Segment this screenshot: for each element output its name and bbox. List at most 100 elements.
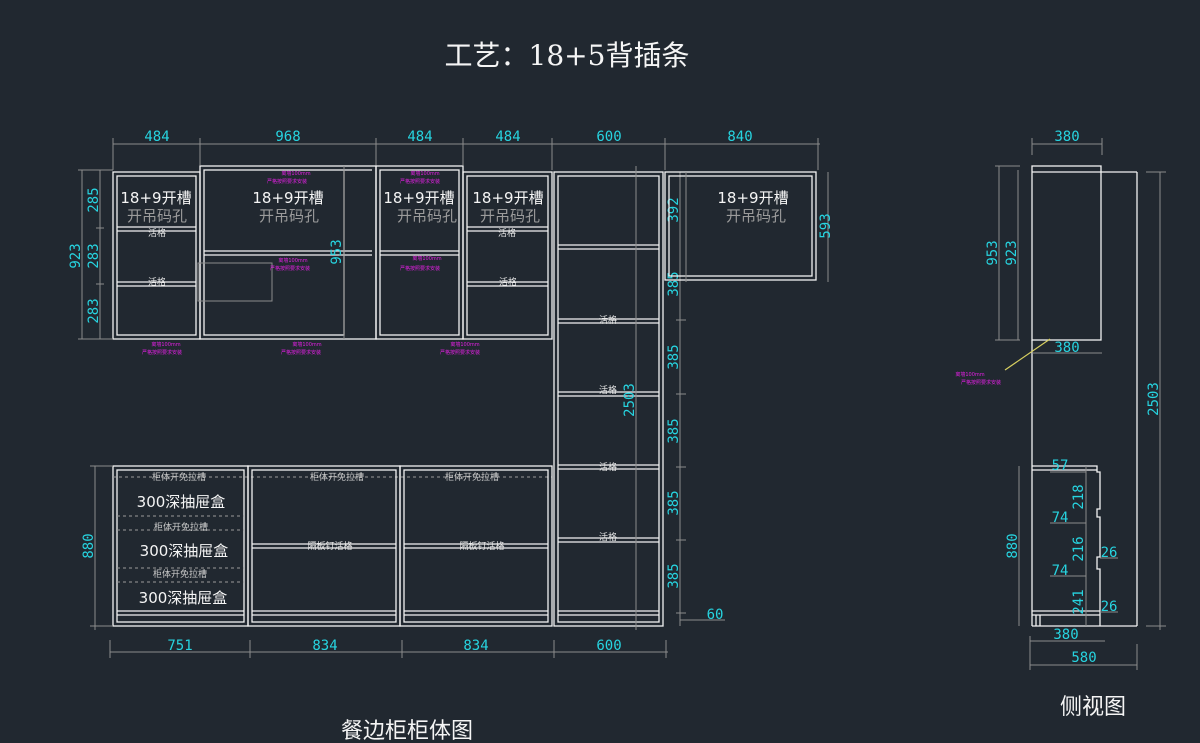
label-drawer-3: 300深抽屉盒 [139, 589, 228, 607]
label-slot-4: 18+9开槽 [472, 189, 543, 207]
dim-top-2: 968 [275, 129, 300, 145]
dim-tall-total: 2503 [622, 383, 638, 417]
label-drawer-2: 300深抽屉盒 [140, 542, 229, 560]
side-dim-923: 923 [1004, 240, 1020, 265]
svg-text:严格按照要求安装: 严格按照要求安装 [142, 349, 182, 356]
side-dim-74b: 74 [1052, 563, 1069, 579]
dim-tall-4: 385 [666, 490, 682, 515]
side-dim-57: 57 [1052, 458, 1069, 474]
upper-cabinet-2 [197, 165, 377, 340]
dim-top-1: 484 [144, 129, 169, 145]
svg-text:严格按照要求安装: 严格按照要求安装 [961, 379, 1001, 386]
svg-text:离墙100mm: 离墙100mm [955, 371, 984, 378]
svg-text:离墙100mm: 离墙100mm [151, 341, 180, 348]
dim-top-6: 840 [727, 129, 752, 145]
dim-top-4: 484 [495, 129, 520, 145]
dim-upper-2: 283 [86, 243, 102, 268]
side-dim-overall-depth: 580 [1071, 650, 1096, 666]
side-dim-lower: 880 [1005, 533, 1021, 558]
magenta-notes: 离墙100mm 严格按照要求安装 离墙100mm 严格按照要求安装 离墙100m… [142, 170, 1001, 386]
svg-text:严格按照要求安装: 严格按照要求安装 [267, 178, 307, 185]
dim-upper-3: 283 [86, 298, 102, 323]
svg-text:离墙100mm: 离墙100mm [281, 170, 310, 177]
label-slot-2: 18+9开槽 [252, 189, 323, 207]
dim-bottom-2: 834 [312, 638, 337, 654]
dim-lower-height: 880 [81, 533, 97, 558]
label-hole-2: 开吊码孔 [259, 207, 319, 225]
dim-hang-593: 593 [818, 213, 834, 238]
label-hole-5: 开吊码孔 [726, 207, 786, 225]
drawing-title: 工艺：18+5背插条 [445, 39, 690, 72]
side-dim-953: 953 [985, 240, 1001, 265]
side-dim-26a: 26 [1101, 545, 1118, 561]
label-slot-5: 18+9开槽 [717, 189, 788, 207]
svg-text:离墙100mm: 离墙100mm [278, 257, 307, 264]
label-shelf-t1: 活格 [599, 314, 617, 326]
svg-text:严格按照要求安装: 严格按照要求安装 [281, 349, 321, 356]
svg-text:离墙100mm: 离墙100mm [450, 341, 479, 348]
svg-text:严格按照要求安装: 严格按照要求安装 [440, 349, 480, 356]
tall-right-dims [676, 172, 725, 626]
upper-left-dims [78, 169, 113, 340]
label-shelf-t2: 活格 [599, 384, 617, 396]
dim-upper-1: 285 [86, 187, 102, 212]
label-groove-5: 柜体开免拉槽 [445, 471, 499, 483]
hanging-cabinet-right [664, 171, 829, 282]
lower-cabinet-right [399, 465, 553, 627]
label-groove-3: 柜体开免拉槽 [153, 568, 207, 580]
side-dim-241: 241 [1071, 589, 1087, 614]
dim-plinth: 60 [707, 607, 724, 623]
label-drawer-1: 300深抽屉盒 [137, 493, 226, 511]
label-groove-4: 柜体开免拉槽 [310, 471, 364, 483]
dim-tall-2: 385 [666, 344, 682, 369]
dim-tall-1: 385 [666, 271, 682, 296]
svg-text:严格按照要求安装: 严格按照要求安装 [270, 265, 310, 272]
side-dim-216: 216 [1071, 536, 1087, 561]
dim-tall-3: 385 [666, 418, 682, 443]
side-view-caption: 侧视图 [1060, 695, 1126, 720]
lower-cabinet-middle [247, 465, 401, 627]
front-view-caption: 餐边柜柜体图 [341, 719, 473, 743]
dim-tall-5: 385 [666, 563, 682, 588]
side-dim-total: 2503 [1146, 382, 1162, 416]
label-hole-1: 开吊码孔 [127, 207, 187, 225]
dim-hang-392: 392 [666, 197, 682, 222]
label-shelf-u1a: 活格 [148, 227, 166, 239]
label-hole-4: 开吊码孔 [480, 207, 540, 225]
dim-bottom-1: 751 [167, 638, 192, 654]
label-shelf-u4a: 活格 [498, 227, 516, 239]
side-view [995, 138, 1166, 670]
label-slot-3: 18+9开槽 [383, 189, 454, 207]
svg-text:离墙100mm: 离墙100mm [410, 170, 439, 177]
svg-text:离墙100mm: 离墙100mm [412, 255, 441, 262]
dim-upper-total: 923 [68, 243, 84, 268]
label-partition-1: 隔板钉活格 [307, 540, 352, 552]
side-dim-lower-depth: 380 [1053, 627, 1078, 643]
label-groove-1: 柜体开免拉槽 [152, 471, 206, 483]
side-dim-26b: 26 [1101, 599, 1118, 615]
dim-bottom-3: 834 [463, 638, 488, 654]
dim-top-5: 600 [596, 129, 621, 145]
svg-text:严格按照要求安装: 严格按照要求安装 [400, 265, 440, 272]
side-dim-upper-bottom: 380 [1054, 340, 1079, 356]
label-slot-1: 18+9开槽 [120, 189, 191, 207]
top-dimension-line [112, 138, 820, 170]
dim-upper-inner: 953 [329, 239, 345, 264]
side-dim-74a: 74 [1052, 510, 1069, 526]
svg-text:离墙100mm: 离墙100mm [292, 341, 321, 348]
label-hole-3: 开吊码孔 [397, 207, 457, 225]
label-shelf-t4: 活格 [599, 531, 617, 543]
dim-top-3: 484 [407, 129, 432, 145]
svg-text:严格按照要求安装: 严格按照要求安装 [400, 178, 440, 185]
label-partition-2: 隔板钉活格 [459, 540, 504, 552]
bottom-dimension-line [109, 640, 668, 658]
tall-cabinet [553, 166, 664, 630]
label-shelf-t3: 活格 [599, 461, 617, 473]
lower-left-dim [90, 465, 113, 630]
side-dim-218: 218 [1071, 484, 1087, 509]
label-shelf-u1b: 活格 [148, 276, 166, 288]
dim-bottom-4: 600 [596, 638, 621, 654]
upper-cabinet-4 [462, 171, 553, 340]
label-shelf-u4b: 活格 [499, 276, 517, 288]
